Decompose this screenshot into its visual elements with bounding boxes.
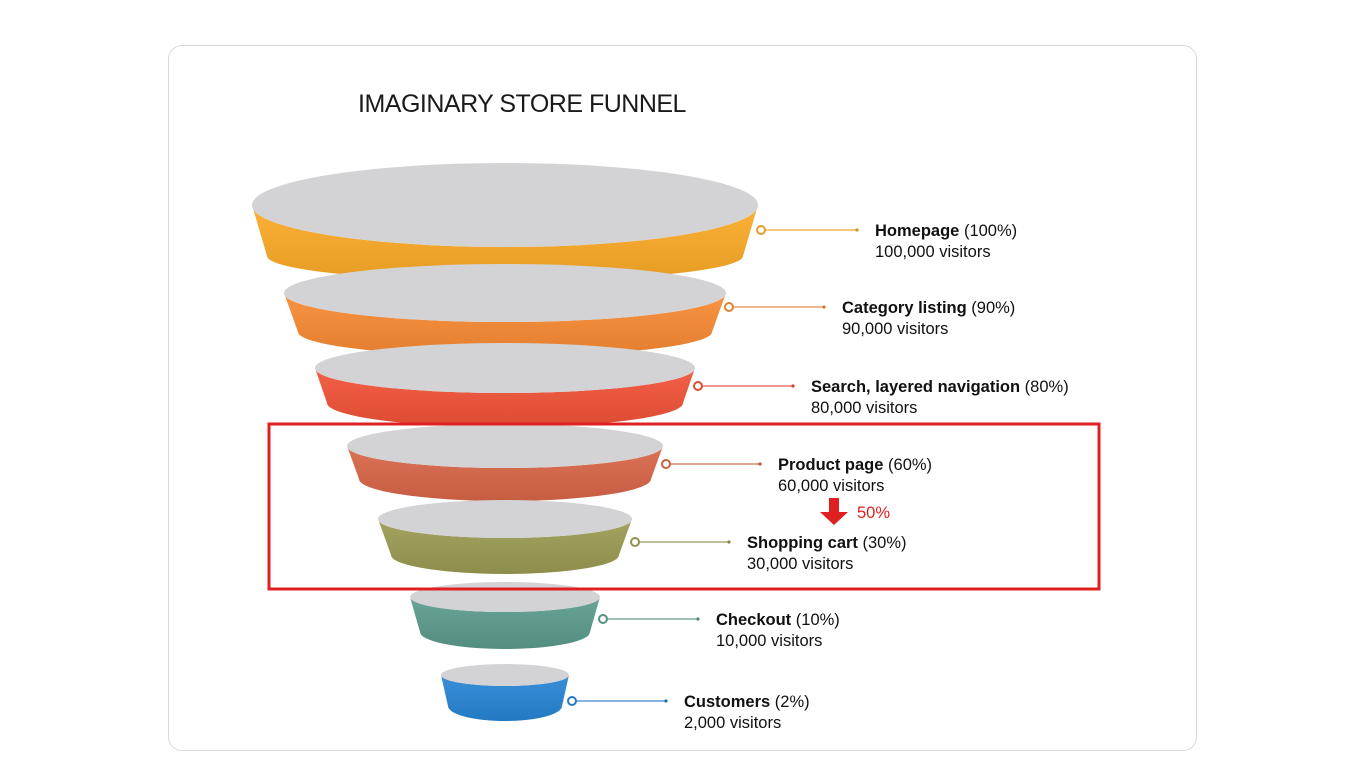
stage-label-product-page: Product page (60%) (778, 456, 932, 474)
stage-label-checkout: Checkout (10%) (716, 611, 840, 629)
funnel-segment-body (252, 205, 758, 281)
connector-marker (630, 537, 640, 547)
funnel-segment-body (284, 293, 726, 356)
connector-homepage (756, 225, 859, 235)
chart-title: IMAGINARY STORE FUNNEL (358, 90, 686, 118)
stage-visitors-checkout: 10,000 visitors (716, 632, 822, 650)
funnel-stage-checkout (410, 582, 600, 649)
funnel-segment-top (315, 343, 695, 393)
funnel-stage-category-listing (284, 264, 726, 356)
funnel-segment-top (378, 500, 632, 538)
stage-label-shopping-cart: Shopping cart (30%) (747, 534, 907, 552)
connector-marker (598, 614, 608, 624)
funnel-stage-product-page (347, 424, 663, 501)
funnel-segment-body (410, 597, 600, 649)
funnel-segment-body (441, 675, 569, 721)
funnel-stage-homepage (252, 163, 758, 281)
funnel-segment-top (284, 264, 726, 322)
stage-label-homepage: Homepage (100%) (875, 222, 1017, 240)
conversion-label: 50% (857, 504, 890, 522)
funnel-segment-top (252, 163, 758, 247)
connector-marker (724, 302, 734, 312)
stage-visitors-category-listing: 90,000 visitors (842, 320, 948, 338)
funnel-segment-body (347, 446, 663, 501)
connector-search-layered-navigation (693, 381, 795, 391)
connector-product-page (661, 459, 762, 469)
funnel-segment-body (315, 368, 695, 427)
connector-marker (567, 696, 577, 706)
stage-visitors-shopping-cart: 30,000 visitors (747, 555, 853, 573)
stage-label-customers: Customers (2%) (684, 693, 810, 711)
funnel-segment-body (378, 519, 632, 574)
connector-marker (661, 459, 671, 469)
funnel-stage-customers (441, 664, 569, 721)
down-arrow-icon (820, 498, 848, 525)
connector-category-listing (724, 302, 826, 312)
funnel-segment-top (410, 582, 600, 612)
connector-marker (693, 381, 703, 391)
connector-checkout (598, 614, 700, 624)
funnel-stage-shopping-cart (378, 500, 632, 574)
stage-label-category-listing: Category listing (90%) (842, 299, 1015, 317)
stage-label-search-layered-navigation: Search, layered navigation (80%) (811, 378, 1069, 396)
funnel-segment-top (347, 424, 663, 468)
highlight-box (267, 422, 1101, 591)
connector-customers (567, 696, 668, 706)
stage-visitors-homepage: 100,000 visitors (875, 243, 991, 261)
connector-shopping-cart (630, 537, 731, 547)
stage-visitors-search-layered-navigation: 80,000 visitors (811, 399, 917, 417)
funnel-segment-top (441, 664, 569, 686)
connector-marker (756, 225, 766, 235)
stage-visitors-customers: 2,000 visitors (684, 714, 781, 732)
funnel-stage-search-layered-navigation (315, 343, 695, 427)
stage-visitors-product-page: 60,000 visitors (778, 477, 884, 495)
